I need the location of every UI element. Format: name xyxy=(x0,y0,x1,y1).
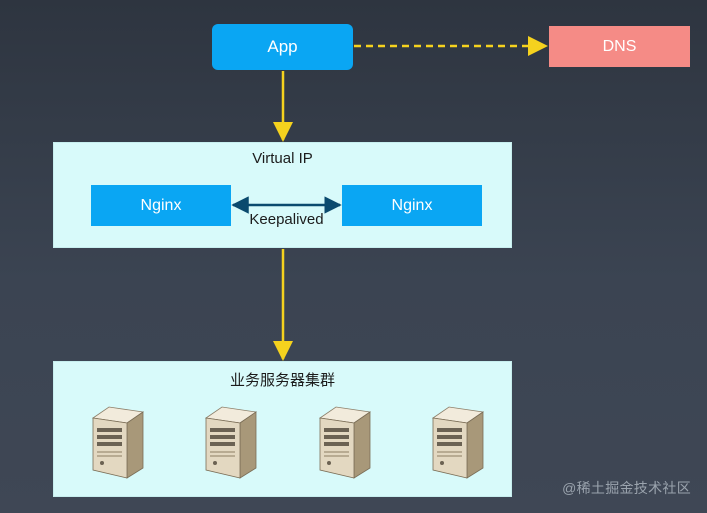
dns-node-label: DNS xyxy=(602,37,637,55)
app-node[interactable]: App xyxy=(212,24,353,70)
server-icon xyxy=(204,406,258,479)
dns-node[interactable]: DNS xyxy=(549,26,690,67)
app-node-label: App xyxy=(267,37,298,56)
server-icon xyxy=(431,406,485,479)
server-icon xyxy=(91,406,145,479)
nginx-left-label: Nginx xyxy=(140,196,182,214)
virtual-ip-label: Virtual IP xyxy=(252,150,313,167)
keepalived-label: Keepalived xyxy=(249,211,324,228)
nginx-left-node[interactable]: Nginx xyxy=(91,185,231,226)
nginx-right-node[interactable]: Nginx xyxy=(342,185,482,226)
nginx-right-label: Nginx xyxy=(391,196,433,214)
watermark: @稀土掘金技术社区 xyxy=(562,480,691,496)
server-icon xyxy=(318,406,372,479)
server-cluster-label: 业务服务器集群 xyxy=(229,372,335,389)
